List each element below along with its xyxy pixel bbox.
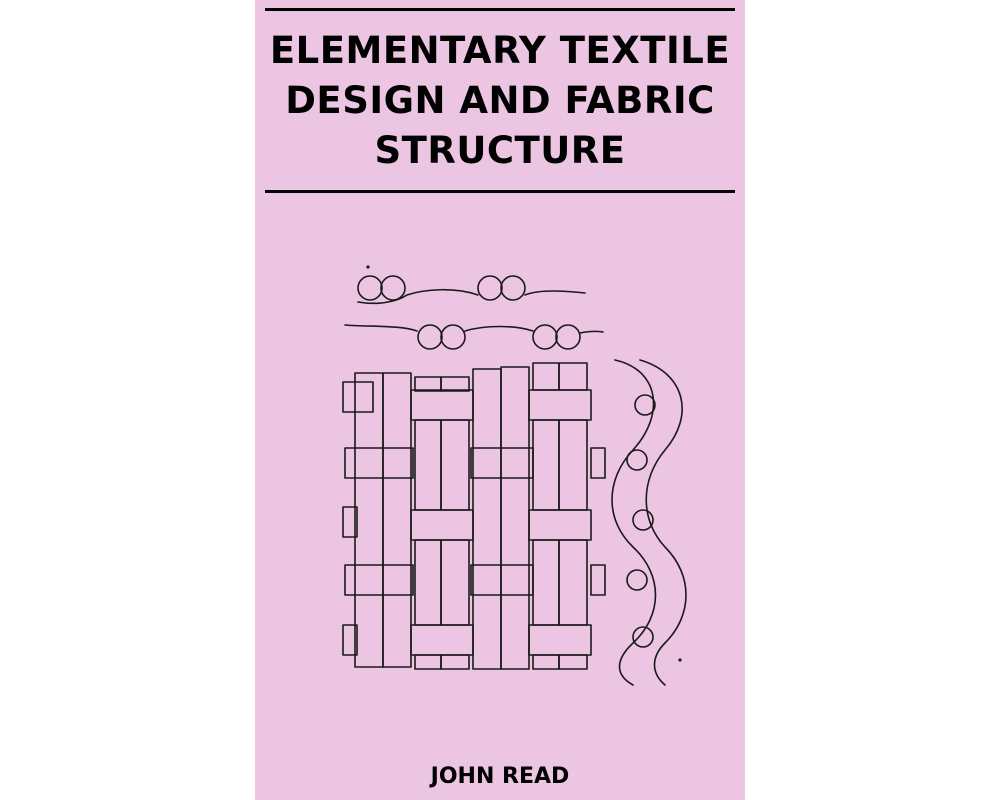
book-author: JOHN READ	[430, 764, 570, 789]
book-cover: ELEMENTARY TEXTILE DESIGN AND FABRIC STR…	[255, 0, 745, 800]
title-line-1: ELEMENTARY TEXTILE	[269, 29, 731, 72]
bottom-rule	[265, 190, 735, 193]
book-title: ELEMENTARY TEXTILE DESIGN AND FABRIC STR…	[255, 26, 745, 176]
warp-threads-icon	[354, 362, 588, 670]
top-rule	[265, 8, 735, 11]
plain-weave-fabric-diagram-icon	[342, 265, 687, 686]
cross-section-top-icon	[344, 265, 604, 350]
title-line-3: STRUCTURE	[374, 129, 626, 172]
title-line-2: DESIGN AND FABRIC	[285, 79, 715, 122]
cross-section-side-icon	[611, 359, 687, 686]
